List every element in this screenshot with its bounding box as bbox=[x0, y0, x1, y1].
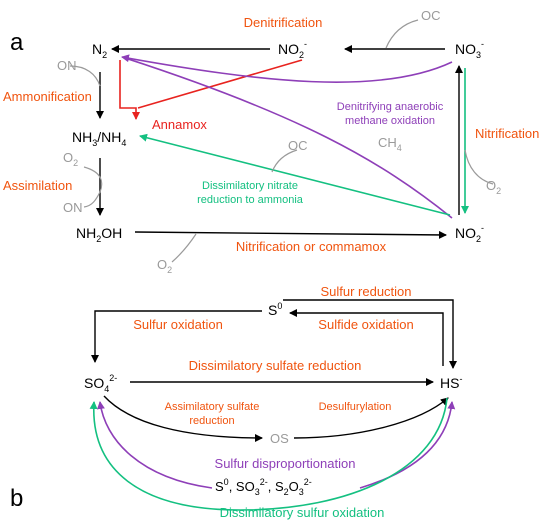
arrow-hs-to-s0-sulfide-oxidation bbox=[289, 309, 444, 366]
label-annamox: Annamox bbox=[152, 117, 207, 132]
ch4-label: CH4 bbox=[378, 135, 402, 153]
nh2oh-node: NH2OH bbox=[76, 225, 122, 244]
on-input-curve bbox=[69, 65, 101, 87]
arrow-disproportionation-to-so4 bbox=[96, 401, 213, 489]
o2-input-curve-right bbox=[464, 149, 494, 185]
oc-input-curve-top bbox=[385, 19, 419, 49]
arrow-nh2oh-to-no2 bbox=[134, 230, 447, 239]
arrow-s0-to-so4 bbox=[91, 310, 262, 363]
hs-node: HS- bbox=[440, 374, 462, 391]
n2-node: N2 bbox=[92, 41, 107, 60]
s0-node: S0 bbox=[268, 301, 282, 318]
label-sulfide-oxidation: Sulfide oxidation bbox=[318, 317, 413, 332]
label-sulfur-reduction: Sulfur reduction bbox=[320, 284, 411, 299]
os-node: OS bbox=[270, 431, 289, 446]
label-sulfur-oxidation: Sulfur oxidation bbox=[133, 317, 223, 332]
o2-label-right: O2 bbox=[486, 178, 501, 196]
nh3-nh4-node: NH3/NH4 bbox=[72, 129, 126, 148]
label-damo-line2: methane oxidation bbox=[345, 115, 435, 127]
label-denitrification: Denitrification bbox=[244, 15, 323, 30]
oc-label-mid: OC bbox=[288, 138, 308, 153]
arrow-annamox-no2 bbox=[137, 59, 303, 109]
oc-input-curve-mid bbox=[271, 149, 298, 173]
label-dissimilatory-sulfate-reduction: Dissimilatory sulfate reduction bbox=[189, 358, 362, 373]
arrow-s0-to-hs-sulfur-reduction bbox=[283, 299, 457, 369]
label-nitrification: Nitrification bbox=[475, 126, 539, 141]
label-nitrification-commamox: Nitrification or commamox bbox=[236, 239, 387, 254]
so4-node: SO42- bbox=[84, 373, 117, 394]
label-dissimilatory-sulfur-oxidation: Dissimilatory sulfur oxidation bbox=[220, 505, 385, 520]
on-label-left-2: ON bbox=[63, 200, 83, 215]
o2-input-curve-bottom bbox=[171, 233, 197, 263]
no2-node-top: NO2- bbox=[278, 39, 307, 60]
o2-label-left: O2 bbox=[63, 150, 78, 168]
arrow-annamox-n2 bbox=[119, 60, 140, 120]
sulfur-intermediates-node: S0, SO32-, S2O32- bbox=[215, 477, 312, 497]
label-assimilatory-sulfate-line1: Assimilatory sulfate bbox=[165, 401, 260, 413]
label-assimilation: Assimilation bbox=[3, 178, 72, 193]
label-ammonification: Ammonification bbox=[3, 89, 92, 104]
oc-label-top: OC bbox=[421, 8, 441, 23]
arrow-dissimilatory-sulfur-oxidation bbox=[89, 397, 448, 511]
on-label-left: ON bbox=[57, 58, 77, 73]
arrow-damo-no2-to-n2 bbox=[124, 57, 453, 219]
o2-label-bottom: O2 bbox=[157, 257, 172, 275]
arrow-os-to-hs bbox=[293, 397, 449, 439]
arrow-dnra-no2-to-nh3 bbox=[139, 133, 451, 216]
arrow-damo-no3-to-n2 bbox=[121, 54, 453, 83]
panel-b-label: b bbox=[10, 485, 23, 512]
panel-a-label: a bbox=[10, 29, 24, 56]
label-damo-line1: Denitrifying anaerobic bbox=[337, 101, 444, 113]
arrow-so4-to-os bbox=[103, 395, 263, 442]
no3-node: NO3- bbox=[455, 39, 484, 60]
label-sulfur-disproportionation: Sulfur disproportionation bbox=[215, 456, 356, 471]
no2-node-bottom: NO2- bbox=[455, 223, 484, 244]
o2-on-curve-left bbox=[83, 166, 103, 208]
arrow-disproportionation-to-hs bbox=[359, 401, 456, 489]
label-dnra-line2: reduction to ammonia bbox=[197, 194, 304, 206]
label-assimilatory-sulfate-line2: reduction bbox=[189, 415, 234, 427]
label-desulfurylation: Desulfurylation bbox=[319, 401, 392, 413]
label-dnra-line1: Dissimilatory nitrate bbox=[202, 180, 298, 192]
